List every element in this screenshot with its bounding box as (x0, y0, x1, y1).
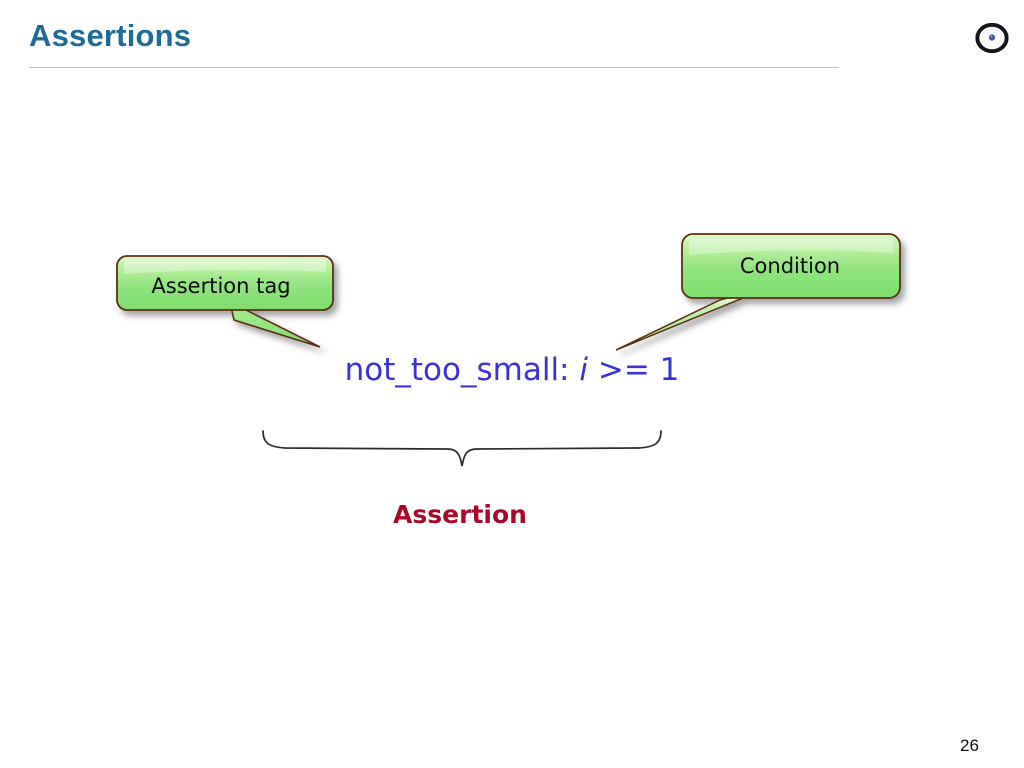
callout-assertion-tag-label: Assertion tag (151, 274, 291, 298)
assertion-expression-text: >= 1 (597, 352, 680, 388)
callout-condition[interactable]: Condition (600, 226, 910, 358)
page-number: 26 (960, 736, 979, 755)
callout-assertion-tag[interactable]: Assertion tag (110, 248, 360, 358)
assertion-variable-text: i (579, 352, 588, 388)
title-divider (29, 67, 839, 68)
curly-brace (255, 425, 669, 477)
callout-tail (228, 300, 321, 348)
page-title: Assertions (29, 18, 192, 53)
assertion-code-line: not_too_small: i >= 1 (0, 352, 1024, 388)
assertion-brace-label: Assertion (393, 500, 527, 529)
ring-logo-icon (974, 20, 1010, 56)
callout-condition-label: Condition (739, 254, 841, 278)
assertion-tag-text: not_too_small: (344, 352, 570, 388)
